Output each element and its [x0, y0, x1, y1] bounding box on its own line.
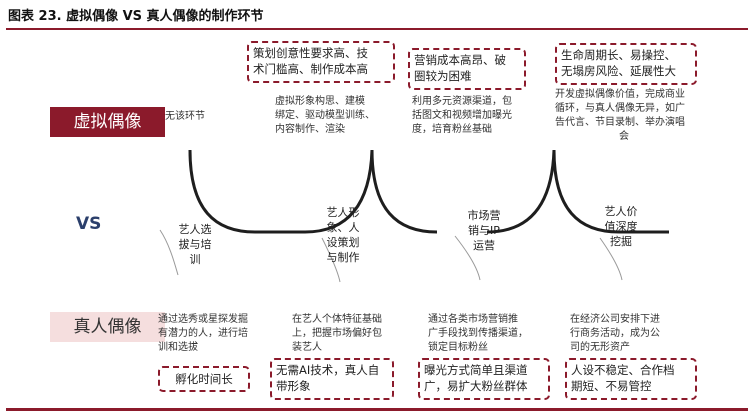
virtual-tag-4: 生命周期长、易操控、 无塌房风险、延展性大 — [555, 43, 697, 85]
stage-1: 艺人选 拔与培 训 — [178, 223, 212, 266]
real-desc-3: 通过各类市场营销推 广手段找到传播渠道， 锁定目标粉丝 — [428, 314, 528, 353]
label-virtual-idol: 虚拟偶像 — [50, 107, 165, 137]
virtual-tag-2: 策划创意性要求高、技 术门槛高、制作成本高 — [247, 41, 395, 83]
figure-title: 图表 23. 虚拟偶像 VS 真人偶像的制作环节 — [8, 9, 264, 24]
real-desc-1: 通过选秀或星探发掘 有潜力的人，进行培 训和选拔 — [158, 314, 248, 353]
stage-4: 艺人价 值深度 挖掘 — [604, 205, 638, 248]
real-desc-4: 在经济公司安排下进 行商务活动，成为公 司的无形资产 — [570, 314, 660, 353]
title-rule — [6, 28, 748, 30]
stage-2: 艺人形 象、人 设策划 与制作 — [326, 206, 360, 264]
virtual-desc-4: 开发虚拟偶像价值，完成商业 循环，与真人偶像无异，如广 告代言、节目录制、举办演… — [555, 89, 685, 142]
virtual-desc-3: 利用多元资源渠道，包 括图文和视频增加曝光 度，培育粉丝基础 — [412, 96, 512, 135]
vs-label: VS — [76, 214, 102, 234]
virtual-desc-2: 虚拟形象构思、建模 绑定、驱动模型训练、 内容制作、渲染 — [275, 96, 375, 135]
real-tag-1: 孵化时间长 — [158, 366, 250, 392]
real-desc-2: 在艺人个体特征基础 上，把握市场偏好包 装艺人 — [292, 314, 382, 353]
real-tag-4: 人设不稳定、合作档 期短、不易管控 — [565, 358, 697, 400]
virtual-desc-1: 无该环节 — [165, 111, 205, 122]
stage-3: 市场营 销与IP 运营 — [467, 209, 501, 252]
real-tag-2: 无需AI技术，真人自 带形象 — [270, 358, 394, 400]
virtual-tag-3: 营销成本高昂、破 圈较为困难 — [408, 48, 526, 90]
bottom-rule — [6, 408, 748, 411]
label-real-idol: 真人偶像 — [50, 312, 165, 342]
real-tag-3: 曝光方式简单且渠道 广，易扩大粉丝群体 — [418, 358, 550, 400]
